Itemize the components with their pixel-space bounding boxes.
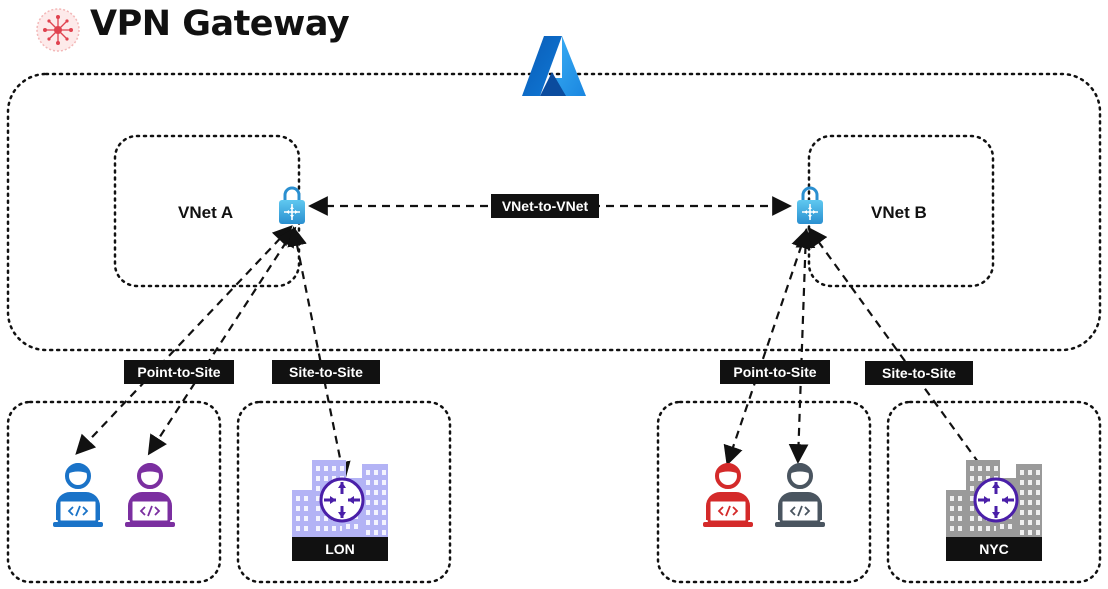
nyc-label: NYC <box>979 541 1009 557</box>
vnet-a-label: VNet A <box>178 203 234 222</box>
remote-users-right-box <box>656 400 872 584</box>
s2s-right-line <box>807 226 997 488</box>
developer-user-icon <box>53 463 103 527</box>
point-to-site-left-tag: Point-to-Site <box>124 360 234 384</box>
connection-lines <box>75 196 997 488</box>
vpn-gateway-lock-icon <box>797 186 823 224</box>
p2s-left-line-1 <box>75 225 293 455</box>
vnet-b-label: VNet B <box>871 203 927 222</box>
developer-user-icon <box>703 463 753 527</box>
lon-label: LON <box>325 541 355 557</box>
office-building-router-icon <box>292 460 388 540</box>
developer-user-icon <box>775 463 825 527</box>
site-to-site-left-tag: Site-to-Site <box>272 360 380 384</box>
lon-label-plate <box>292 537 388 561</box>
azure-logo-icon <box>522 36 586 96</box>
point-to-site-right-tag: Point-to-Site <box>720 360 830 384</box>
p2s-right-line-1 <box>723 228 811 466</box>
remote-users-left-box <box>6 400 222 584</box>
page-title: VPN Gateway <box>90 4 350 44</box>
p2s-right-line-2 <box>788 228 816 464</box>
p2s-left-line-2 <box>147 226 297 456</box>
vpn-gateway-lock-icon <box>279 186 305 224</box>
office-building-router-icon <box>946 460 1042 540</box>
developer-user-icon <box>125 463 175 527</box>
vpn-gateway-badge-icon <box>36 8 80 52</box>
site-to-site-right-tag: Site-to-Site <box>865 361 973 385</box>
vnet-to-vnet-tag: VNet-to-VNet <box>491 194 599 218</box>
nyc-label-plate <box>946 537 1042 561</box>
azure-region-boundary <box>6 72 1102 352</box>
s2s-left-line <box>287 226 351 482</box>
